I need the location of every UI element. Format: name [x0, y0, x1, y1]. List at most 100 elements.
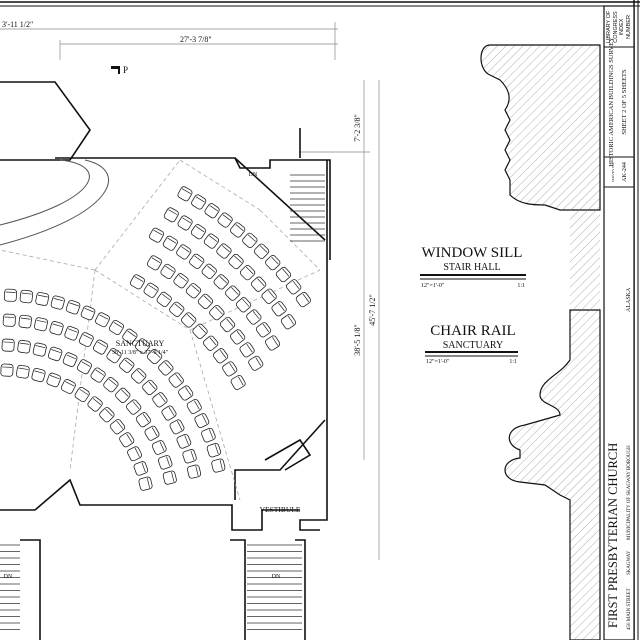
chair	[275, 266, 292, 283]
chair	[163, 207, 179, 223]
chair	[135, 412, 152, 428]
chair	[271, 301, 287, 317]
survey-no-label: SURVEY NO.	[611, 162, 615, 183]
chair	[177, 186, 193, 202]
wall-hatch	[570, 210, 600, 310]
chair	[178, 385, 194, 401]
building-name: FIRST PRESBYTERIAN CHURCH	[606, 443, 620, 628]
chair	[134, 338, 151, 354]
chair	[186, 398, 202, 414]
chair	[78, 332, 94, 348]
chair	[0, 363, 14, 377]
chair	[46, 372, 62, 388]
chair	[222, 361, 238, 377]
sanctuary-size: 36'-11 3/8" x 37'-0 1/4"	[112, 350, 169, 356]
chair	[162, 235, 178, 251]
chair	[92, 339, 108, 355]
window-sill-profile	[480, 44, 601, 211]
section-marker-icon	[118, 66, 120, 74]
survey-name: HISTORIC AMERICAN BUILDINGS SURVEY	[608, 37, 615, 167]
municipality: MUNICIPALITY OF SKAGWAY BOROUGH	[627, 445, 632, 540]
chair	[219, 316, 236, 333]
address: 450 MAIN STREET	[627, 588, 632, 630]
chair	[74, 386, 90, 403]
chair	[103, 377, 119, 393]
chair	[35, 292, 50, 306]
detail-scale: 12"=1'-0"	[421, 283, 445, 289]
chair	[169, 419, 185, 435]
chair	[228, 253, 244, 270]
floor-plan-walls	[0, 81, 331, 640]
stair-dn-label: DN	[272, 574, 281, 580]
dim-right-overall: 45'-7 1/2"	[368, 294, 377, 326]
chair	[239, 264, 256, 281]
chair-rail-profile	[504, 309, 601, 640]
chair	[122, 328, 138, 344]
chair	[248, 355, 264, 371]
chair	[209, 305, 225, 321]
chair	[65, 299, 81, 315]
chair	[286, 279, 302, 295]
chair	[191, 194, 207, 210]
chair	[106, 348, 122, 364]
chair	[187, 464, 202, 479]
chair	[295, 291, 311, 308]
library-label: LIBRARY OF CONGRESS INDEX NUMBER	[606, 10, 632, 44]
chair	[189, 253, 205, 269]
section-marker-icon	[111, 66, 120, 69]
chair	[177, 215, 193, 231]
chair	[90, 367, 106, 383]
chair	[190, 224, 207, 240]
chair	[115, 387, 131, 403]
chair	[261, 288, 277, 304]
chair	[119, 432, 135, 448]
survey-no: AK-244	[622, 162, 628, 182]
chair	[47, 346, 63, 362]
chair	[168, 372, 184, 388]
chair	[146, 348, 163, 365]
chair	[235, 297, 252, 313]
chair	[161, 405, 177, 421]
detail-subtitle: STAIR HALL	[443, 262, 500, 273]
chair	[32, 342, 47, 357]
dim-right-upper: 7'-2 3/8"	[353, 114, 362, 142]
detail-title: WINDOW SILL	[422, 245, 523, 261]
chair	[265, 255, 281, 271]
chair	[250, 276, 267, 292]
title-block: HISTORIC AMERICAN BUILDINGS SURVEY SHEET…	[603, 5, 635, 640]
sanctuary-label: SANCTUARY	[116, 339, 165, 348]
sheet-number: SHEET 2 OF 5 SHEETS	[621, 69, 628, 135]
chair	[239, 342, 255, 358]
chair	[182, 449, 197, 464]
dim-top-inner: 27'-3 7/8"	[180, 35, 212, 44]
chair	[280, 314, 297, 330]
chair	[253, 243, 270, 259]
chair	[87, 396, 103, 412]
chair	[133, 461, 149, 476]
chair	[127, 446, 142, 462]
chair	[1, 338, 15, 352]
chair	[176, 244, 192, 260]
chair	[143, 282, 159, 298]
chair	[230, 222, 246, 238]
detail-chair-rail: CHAIR RAIL SANCTUARY 12"=1'-0" 1:1	[425, 323, 518, 365]
chair	[49, 321, 64, 336]
stairs	[0, 174, 325, 630]
chair	[203, 335, 219, 351]
detail-subtitle: SANCTUARY	[443, 340, 504, 351]
chair	[156, 291, 172, 308]
chair	[211, 458, 226, 473]
chair	[194, 413, 210, 428]
chair	[126, 399, 142, 415]
chair	[129, 274, 145, 290]
chair	[76, 359, 92, 375]
chair	[60, 379, 76, 394]
chair	[109, 419, 126, 435]
chair	[192, 323, 208, 339]
chair	[230, 375, 246, 390]
chair	[95, 312, 110, 328]
chair	[158, 455, 173, 470]
chair	[162, 470, 177, 485]
chair	[2, 313, 16, 327]
detail-window-sill: WINDOW SILL STAIR HALL 12"=1'-0" 1:1	[420, 245, 526, 289]
